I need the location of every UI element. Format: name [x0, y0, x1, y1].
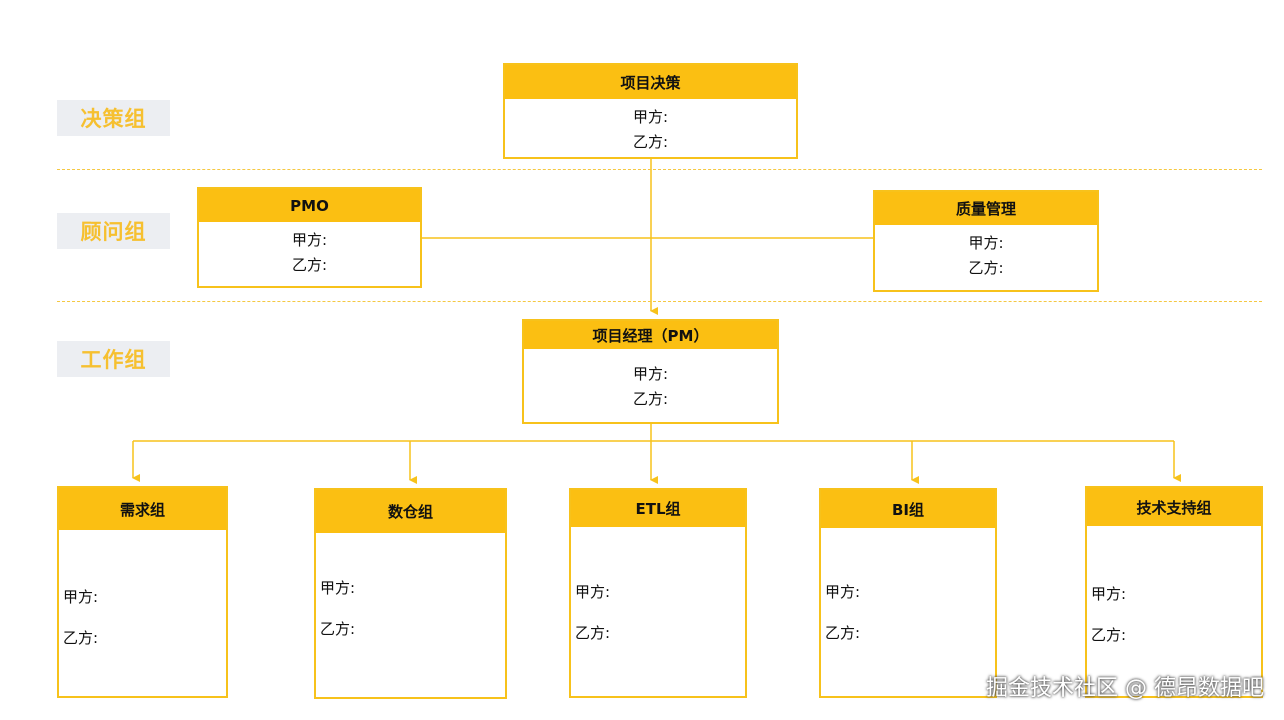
- box-pm[interactable]: 项目经理（PM） 甲方: 乙方:: [522, 319, 779, 424]
- box-title: ETL组: [571, 490, 745, 527]
- box-body: 甲方: 乙方:: [199, 222, 420, 278]
- party-b-label: 乙方:: [63, 629, 99, 647]
- box-title: 数仓组: [316, 490, 505, 533]
- box-body: 甲方: 乙方:: [524, 349, 777, 412]
- box-requirements[interactable]: 需求组 甲方: 乙方:: [57, 486, 228, 698]
- box-body: 甲方: 乙方:: [571, 527, 745, 654]
- party-a-label: 甲方:: [632, 108, 669, 126]
- tier-label-decision: 决策组: [57, 100, 170, 136]
- box-body: 甲方: 乙方:: [59, 530, 226, 659]
- box-body: 甲方: 乙方:: [505, 99, 796, 155]
- party-b-label: 乙方:: [575, 624, 611, 642]
- tier-label-advisory: 顾问组: [57, 213, 170, 249]
- box-project-decision[interactable]: 项目决策 甲方: 乙方:: [503, 63, 798, 159]
- watermark: 掘金技术社区 @ 德昂数据吧: [986, 676, 1264, 701]
- party-b-label: 乙方:: [291, 256, 328, 274]
- party-b-label: 乙方:: [632, 133, 669, 151]
- box-body: 甲方: 乙方:: [316, 533, 505, 650]
- box-title: 项目决策: [505, 65, 796, 99]
- party-a-label: 甲方:: [320, 579, 356, 597]
- box-bi[interactable]: BI组 甲方: 乙方:: [819, 488, 997, 698]
- tier-divider: [57, 169, 1262, 170]
- box-title: PMO: [199, 189, 420, 222]
- box-title: 需求组: [59, 488, 226, 530]
- tier-label-working: 工作组: [57, 341, 170, 377]
- tier-divider: [57, 301, 1262, 302]
- box-warehouse[interactable]: 数仓组 甲方: 乙方:: [314, 488, 507, 699]
- party-b-label: 乙方:: [320, 620, 356, 638]
- party-a-label: 甲方:: [1091, 585, 1127, 603]
- box-techsupport[interactable]: 技术支持组 甲方: 乙方:: [1085, 486, 1263, 698]
- box-quality[interactable]: 质量管理 甲方: 乙方:: [873, 190, 1099, 292]
- box-etl[interactable]: ETL组 甲方: 乙方:: [569, 488, 747, 698]
- party-b-label: 乙方:: [632, 390, 669, 408]
- box-pmo[interactable]: PMO 甲方: 乙方:: [197, 187, 422, 288]
- party-a-label: 甲方:: [968, 234, 1004, 252]
- party-b-label: 乙方:: [825, 624, 861, 642]
- box-title: BI组: [821, 490, 995, 528]
- box-body: 甲方: 乙方:: [1087, 526, 1261, 656]
- box-body: 甲方: 乙方:: [821, 528, 995, 654]
- party-a-label: 甲方:: [63, 588, 99, 606]
- party-a-label: 甲方:: [575, 583, 611, 601]
- party-a-label: 甲方:: [291, 231, 328, 249]
- party-b-label: 乙方:: [968, 259, 1004, 277]
- box-title: 质量管理: [875, 192, 1097, 225]
- party-b-label: 乙方:: [1091, 626, 1127, 644]
- party-a-label: 甲方:: [632, 365, 669, 383]
- box-title: 项目经理（PM）: [524, 321, 777, 349]
- party-a-label: 甲方:: [825, 583, 861, 601]
- box-body: 甲方: 乙方:: [875, 225, 1097, 281]
- box-title: 技术支持组: [1087, 488, 1261, 526]
